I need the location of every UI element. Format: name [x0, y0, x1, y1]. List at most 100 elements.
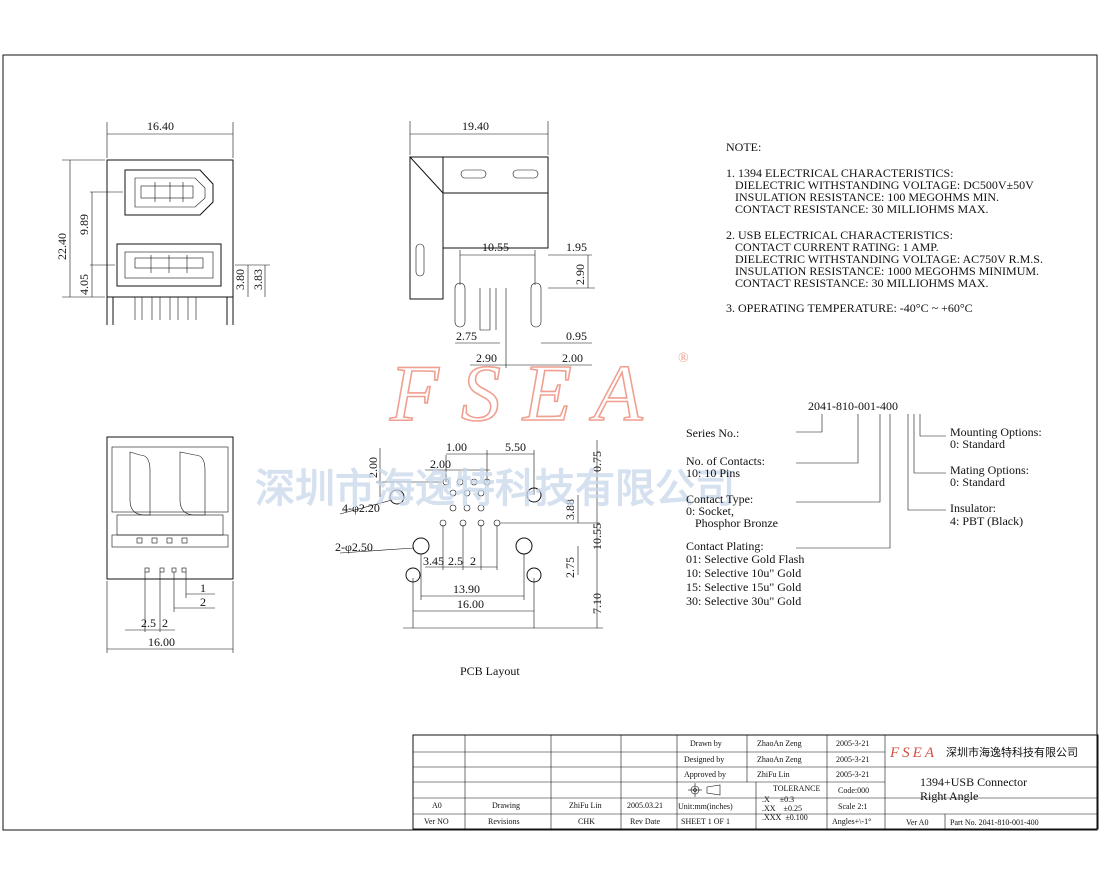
dim-front-380: 3.80	[233, 269, 247, 290]
tb-drawn-name: ZhaoAn Zeng	[757, 739, 802, 748]
dim-side-width: 19.40	[462, 119, 489, 133]
contacts-value: 10: 10 Pins	[686, 466, 740, 480]
plating-option: 01: Selective Gold Flash	[686, 552, 804, 566]
tb-approved-name: ZhiFu Lin	[757, 770, 790, 779]
mounting-value: 0: Standard	[950, 437, 1005, 451]
dim-pcb-200v: 2.00	[366, 457, 380, 478]
note-line: 1. 1394 ELECTRICAL CHARACTERISTICS:	[726, 166, 954, 180]
tb-drawn-label: Drawn by	[690, 739, 722, 748]
plating-option: 15: Selective 15u" Gold	[686, 580, 801, 594]
dim-bottom-2b: 2	[162, 616, 168, 630]
tb-tol-x: .X ±0.3	[762, 795, 794, 804]
tb-sheet: SHEET 1 OF 1	[681, 817, 730, 826]
notes-block: NOTE: 1. 1394 ELECTRICAL CHARACTERISTICS…	[726, 140, 1043, 315]
tb-tol-xx: .XX ±0.25	[762, 804, 802, 813]
dim-pcb-075: 0.75	[590, 451, 604, 472]
tb-version: Ver A0	[906, 818, 928, 827]
insulator-value: 4: PBT (Black)	[950, 514, 1023, 528]
dim-pcb-1390: 13.90	[453, 582, 480, 596]
tb-revision: Drawing	[492, 801, 520, 810]
tb-approved-label: Approved by	[684, 770, 726, 779]
contact-type-value: Phosphor Bronze	[686, 516, 778, 530]
dim-side-195: 1.95	[566, 240, 587, 254]
note-line: DIELECTRIC WITHSTANDING VOLTAGE: DC500V±…	[726, 178, 1034, 192]
watermark-company: 深圳市海逸特科技有限公司	[255, 466, 735, 511]
dim-pcb-25: 2.5	[448, 554, 463, 568]
tb-approved-date: 2005-3-21	[836, 770, 869, 779]
tb-rev-date: 2005.03.21	[627, 801, 663, 810]
note-line: CONTACT RESISTANCE: 30 MILLIOHMS MAX.	[726, 276, 989, 290]
side-view: 19.40 10.55 1.95 2.90 2.75 0.95 2.90 2.0…	[408, 119, 595, 368]
tb-header-revisions: Revisions	[488, 817, 520, 826]
tb-tolerance: TOLERANCE	[773, 784, 821, 793]
tb-header-ver: Ver NO	[424, 817, 449, 826]
dim-pcb-550: 5.50	[505, 440, 526, 454]
note-line: INSULATION RESISTANCE: 1000 MEGOHMS MINI…	[726, 264, 1039, 278]
dim-front-383: 3.83	[251, 269, 265, 290]
title-block: A0 Drawing ZhiFu Lin 2005.03.21 Ver NO R…	[412, 734, 1099, 830]
pcb-layout-caption: PCB Layout	[460, 664, 520, 678]
ordering-code: 2041-810-001-400 Series No.: No. of Cont…	[686, 399, 1042, 608]
plating-option: 10: Selective 10u" Gold	[686, 566, 801, 580]
dim-pcb-388: 3.88	[563, 499, 577, 520]
dim-side-095: 0.95	[566, 329, 587, 343]
dim-pcb-100: 1.00	[446, 440, 467, 454]
tb-part-no: Part No. 2041-810-001-400	[950, 818, 1039, 827]
tb-chk: ZhiFu Lin	[569, 801, 602, 810]
note-line: 2. USB ELECTRICAL CHARACTERISTICS:	[726, 228, 953, 242]
part-number: 2041-810-001-400	[808, 399, 898, 413]
dim-pcb-2: 2	[470, 554, 476, 568]
tb-company-cn: 深圳市海逸特科技有限公司	[946, 745, 1078, 759]
tb-designed-name: ZhaoAn Zeng	[757, 755, 802, 764]
watermark-logo: FSEA	[389, 350, 665, 438]
plating-option: 30: Selective 30u" Gold	[686, 594, 801, 608]
dim-front-1394: 9.89	[77, 214, 91, 235]
dim-side-290v: 2.90	[573, 264, 587, 285]
tb-header-chk: CHK	[578, 817, 595, 826]
dim-side-290: 2.90	[476, 351, 497, 365]
tb-drawn-date: 2005-3-21	[836, 739, 869, 748]
dim-front-height: 22.40	[55, 233, 69, 260]
mating-value: 0: Standard	[950, 475, 1005, 489]
sheet-border	[2, 54, 1098, 831]
dim-pcb-hole4: 4-φ2.20	[342, 501, 380, 515]
mounting-label: Mounting Options:	[950, 425, 1042, 439]
dim-pcb-1600: 16.00	[457, 597, 484, 611]
dim-front-usb: 4.05	[77, 274, 91, 295]
tb-designed-date: 2005-3-21	[836, 755, 869, 764]
dim-side-1055: 10.55	[482, 240, 509, 254]
tb-tol-xxx: .XXX ±0.100	[762, 813, 808, 822]
dim-bottom-25: 2.5	[141, 616, 156, 630]
tb-designed-label: Designed by	[684, 755, 724, 764]
dim-pcb-1055: 10.55	[590, 523, 604, 550]
tb-header-rev-date: Rev Date	[630, 817, 660, 826]
bottom-view: 1 2 2.5 2 16.00	[106, 436, 234, 653]
projection-symbol-icon	[688, 783, 721, 797]
pcb-layout-view: 1.00 5.50 2.00 2.00 0.75 4-φ2.20 3.88 2-…	[335, 440, 604, 678]
note-line: INSULATION RESISTANCE: 100 MEGOHMS MIN.	[726, 190, 999, 204]
dim-pcb-200: 2.00	[430, 457, 451, 471]
plating-label: Contact Plating:	[686, 539, 764, 553]
mating-label: Mating Options:	[950, 463, 1029, 477]
front-view: 16.40 22.40 9.89 4.05 3.80 3.83	[55, 119, 270, 325]
dim-bottom-width: 16.00	[148, 635, 175, 649]
watermark: FSEA ® 深圳市海逸特科技有限公司	[255, 349, 735, 511]
tb-ver: A0	[432, 801, 442, 810]
note-line: CONTACT CURRENT RATING: 1 AMP.	[726, 240, 939, 254]
tb-code: Code:000	[838, 786, 869, 795]
notes-title: NOTE:	[726, 140, 761, 154]
contact-type-label: Contact Type:	[686, 492, 753, 506]
note-line: 3. OPERATING TEMPERATURE: -40°C ~ +60°C	[726, 301, 973, 315]
series-label: Series No.:	[686, 426, 739, 440]
tb-title-1: 1394+USB Connector	[920, 775, 1027, 789]
dim-bottom-1: 1	[200, 581, 206, 595]
tb-units: Unit:mm(inches)	[678, 802, 733, 811]
dim-side-275: 2.75	[456, 329, 477, 343]
dim-pcb-710: 7.10	[590, 593, 604, 614]
insulator-label: Insulator:	[950, 501, 996, 515]
note-line: DIELECTRIC WITHSTANDING VOLTAGE: AC750V …	[726, 252, 1043, 266]
dim-front-width: 16.40	[147, 119, 174, 133]
contact-type-value: 0: Socket,	[686, 504, 734, 518]
contacts-label: No. of Contacts:	[686, 454, 765, 468]
